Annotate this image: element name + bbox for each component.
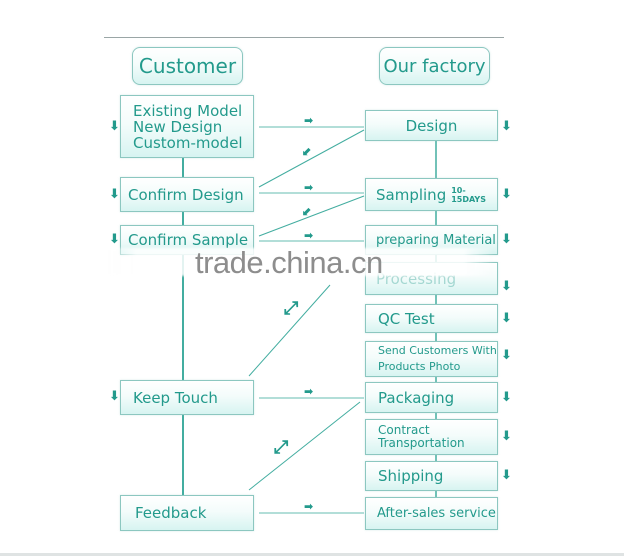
watermark-band — [105, 248, 495, 276]
factory-step-contract-transportation: Contract Transportation — [365, 419, 498, 455]
factory-step-line: Send Customers With — [378, 344, 497, 357]
factory-step-label: Shipping — [378, 467, 444, 485]
down-arrow-icon: ⬇ — [501, 468, 512, 483]
factory-step-qc-test: QC Test — [365, 304, 498, 333]
factory-step-line: Transportation — [378, 436, 465, 450]
factory-step-line: Contract — [378, 423, 430, 437]
top-divider — [104, 37, 504, 38]
factory-step-line: Products Photo — [378, 360, 461, 373]
down-arrow-icon: ⬇ — [109, 119, 120, 134]
right-arrow-icon: ➡ — [304, 229, 314, 242]
customer-step-line: Custom-model — [133, 133, 243, 152]
customer-step-keep-touch: Keep Touch — [120, 380, 254, 415]
left-down-arrow-icon: ⬋ — [302, 144, 313, 158]
customer-step-feedback: Feedback — [120, 495, 254, 531]
watermark-text: trade.china.cn — [195, 245, 383, 280]
bidirectional-arrow-icon: ⤢ — [274, 437, 289, 458]
factory-step-design: Design — [365, 110, 498, 141]
down-arrow-icon: ⬇ — [501, 279, 512, 294]
right-arrow-icon: ➡ — [304, 385, 314, 398]
down-arrow-icon: ⬇ — [501, 187, 512, 202]
bottom-divider — [0, 553, 624, 556]
down-arrow-icon: ⬇ — [501, 348, 512, 363]
customer-step-line: Existing Model — [133, 101, 243, 120]
factory-step-label: Design — [405, 116, 458, 135]
factory-step-send-photo: Send Customers With Products Photo — [365, 341, 498, 377]
customer-step-label: Keep Touch — [133, 388, 218, 407]
customer-step-model-choice: Existing Model New Design Custom-model — [120, 95, 254, 158]
customer-step-label: Confirm Sample — [128, 231, 249, 249]
factory-step-shipping: Shipping — [365, 461, 498, 491]
customer-step-label: Confirm Design — [128, 185, 244, 204]
diag-design-confirmdesign — [258, 129, 365, 188]
customer-step-line: New Design — [133, 117, 223, 136]
factory-header-text: Our factory — [383, 55, 486, 77]
down-arrow-icon: ⬇ — [109, 232, 120, 247]
left-down-arrow-icon: ⬋ — [302, 204, 313, 218]
factory-step-label: After-sales service — [377, 506, 496, 521]
bidirectional-arrow-icon: ⤢ — [284, 298, 299, 319]
factory-header: Our factory — [379, 47, 490, 85]
factory-step-packaging: Packaging — [365, 382, 498, 413]
down-arrow-icon: ⬇ — [501, 232, 512, 247]
diag-sampling-confirmsample — [258, 195, 365, 237]
down-arrow-icon: ⬇ — [501, 311, 512, 326]
factory-step-label: Packaging — [378, 388, 455, 407]
customer-step-confirm-design: Confirm Design — [120, 177, 254, 212]
down-arrow-icon: ⬇ — [501, 429, 512, 444]
down-arrow-icon: ⬇ — [109, 389, 120, 404]
factory-step-label: QC Test — [378, 309, 435, 328]
factory-step-label: preparing Material — [376, 232, 496, 248]
customer-header-text: Customer — [138, 54, 237, 78]
customer-step-label: Feedback — [135, 504, 207, 522]
diag-processing-keeptouch — [248, 284, 331, 377]
factory-step-label: Sampling — [376, 185, 447, 204]
right-arrow-icon: ➡ — [304, 181, 314, 194]
factory-step-sampling: Sampling 10-15DAYS — [365, 178, 498, 211]
customer-header: Customer — [132, 47, 243, 85]
right-arrow-icon: ➡ — [304, 500, 314, 513]
diag-packaging-feedback — [248, 401, 361, 491]
sampling-duration-tag: 10-15DAYS — [451, 185, 486, 204]
down-arrow-icon: ⬇ — [501, 119, 512, 134]
factory-step-after-sales: After-sales service — [365, 497, 498, 530]
right-arrow-icon: ➡ — [304, 114, 314, 127]
down-arrow-icon: ⬇ — [501, 390, 512, 405]
down-arrow-icon: ⬇ — [109, 187, 120, 202]
